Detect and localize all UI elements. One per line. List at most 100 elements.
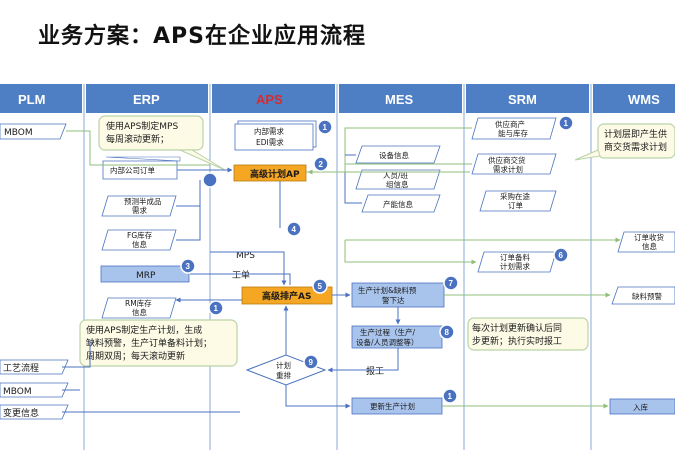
svg-text:更新生产计划: 更新生产计划 bbox=[370, 401, 415, 411]
step-marker: 1 bbox=[558, 115, 574, 131]
svg-text:1: 1 bbox=[448, 392, 453, 401]
svg-text:警下达: 警下达 bbox=[382, 295, 405, 305]
lane-plm: PLM bbox=[18, 92, 45, 107]
svg-text:组信息: 组信息 bbox=[386, 179, 409, 189]
svg-text:商交货需求计划: 商交货需求计划 bbox=[604, 141, 667, 153]
step-marker bbox=[202, 172, 218, 188]
step-marker: 7 bbox=[443, 275, 459, 291]
svg-text:周期双周；每天滚动更新: 周期双周；每天滚动更新 bbox=[86, 350, 185, 362]
svg-text:采购在途: 采购在途 bbox=[500, 191, 530, 201]
mes-plan-alert: 生产计划&缺料预 警下达 bbox=[351, 282, 445, 308]
aps-high-schedule: 高级排产AS bbox=[241, 286, 333, 305]
svg-text:步更新；执行实时报工: 步更新；执行实时报工 bbox=[472, 335, 562, 347]
svg-text:能与库存: 能与库存 bbox=[498, 128, 528, 138]
svg-text:9: 9 bbox=[309, 358, 314, 367]
svg-text:重排: 重排 bbox=[276, 370, 291, 380]
wms-shortage: 缺料预警 bbox=[611, 286, 675, 305]
step-marker: 4 bbox=[286, 221, 302, 237]
svg-text:信息: 信息 bbox=[132, 307, 147, 317]
page-title: 业务方案：APS在企业应用流程 bbox=[38, 24, 366, 49]
svg-text:订单: 订单 bbox=[508, 200, 523, 210]
svg-text:订单备料: 订单备料 bbox=[500, 252, 530, 262]
svg-text:FG库存: FG库存 bbox=[127, 230, 153, 240]
svg-text:计划: 计划 bbox=[276, 360, 291, 370]
svg-text:5: 5 bbox=[318, 282, 323, 291]
svg-text:需求: 需求 bbox=[132, 205, 147, 215]
aps-demand-docs: 内部需求 EDI需求 bbox=[234, 120, 317, 151]
svg-text:入库: 入库 bbox=[633, 402, 648, 412]
srm-callout-update: 每次计划更新确认后同 步更新；执行实时报工 bbox=[467, 317, 589, 351]
erp-internal-order: 内部公司订单 bbox=[102, 156, 181, 180]
svg-text:内部需求: 内部需求 bbox=[254, 126, 284, 136]
aps-work-order-label: 工单 bbox=[232, 269, 250, 281]
svg-text:设备信息: 设备信息 bbox=[379, 150, 409, 160]
svg-text:信息: 信息 bbox=[132, 239, 147, 249]
erp-callout-mps: 使用APS制定MPS 每周滚动更新； bbox=[98, 115, 226, 171]
svg-text:供应商产: 供应商产 bbox=[495, 119, 525, 129]
srm-supplier-plan: 供应商交货 需求计划 bbox=[471, 153, 557, 175]
lane-srm: SRM bbox=[508, 92, 537, 107]
step-marker: 1 bbox=[317, 119, 333, 135]
mes-process: 生产过程（生产/ 设备/人员调整等） bbox=[351, 325, 443, 349]
wms-callout: 计划层即产生供 商交货需求计划 bbox=[574, 123, 675, 161]
svg-text:2: 2 bbox=[319, 160, 324, 169]
svg-text:每周滚动更新；: 每周滚动更新； bbox=[106, 133, 169, 145]
svg-text:高级计划AP: 高级计划AP bbox=[250, 168, 300, 180]
erp-mrp: MRP bbox=[100, 265, 190, 283]
wms-receipt: 订单收货 信息 bbox=[617, 231, 675, 253]
svg-text:7: 7 bbox=[449, 279, 454, 288]
svg-text:需求计划: 需求计划 bbox=[493, 164, 523, 174]
svg-text:内部公司订单: 内部公司订单 bbox=[110, 165, 155, 175]
svg-text:1: 1 bbox=[323, 123, 328, 132]
aps-mps-label: MPS bbox=[236, 251, 255, 261]
srm-order-prep: 订单备料 计划需求 bbox=[477, 251, 557, 273]
plm-mbom-bottom: MBOM bbox=[0, 382, 69, 398]
plm-process-flow: 工艺流程 bbox=[0, 359, 69, 375]
mes-capacity: 产能信息 bbox=[361, 194, 441, 213]
svg-text:产能信息: 产能信息 bbox=[383, 199, 413, 209]
step-marker: 6 bbox=[553, 247, 569, 263]
svg-text:订单收货: 订单收货 bbox=[634, 232, 664, 242]
svg-text:4: 4 bbox=[292, 225, 297, 234]
svg-text:每次计划更新确认后同: 每次计划更新确认后同 bbox=[472, 322, 562, 334]
step-marker: 1 bbox=[442, 388, 458, 404]
lane-dividers bbox=[83, 84, 592, 450]
srm-po-transit: 采购在途 订单 bbox=[479, 190, 557, 212]
svg-text:MBOM: MBOM bbox=[3, 387, 32, 397]
svg-text:工艺流程: 工艺流程 bbox=[3, 362, 39, 374]
svg-text:人员/班: 人员/班 bbox=[383, 170, 409, 180]
svg-text:预测半成品: 预测半成品 bbox=[124, 196, 162, 206]
svg-text:1: 1 bbox=[214, 304, 219, 313]
svg-text:1: 1 bbox=[564, 119, 569, 128]
svg-text:RM库存: RM库存 bbox=[125, 298, 152, 308]
step-marker: 1 bbox=[208, 300, 224, 316]
svg-text:供应商交货: 供应商交货 bbox=[488, 155, 526, 165]
svg-text:使用APS制定生产计划，生成: 使用APS制定生产计划，生成 bbox=[86, 324, 202, 336]
step-marker: 3 bbox=[180, 258, 196, 274]
plm-change-info: 变更信息 bbox=[0, 404, 69, 420]
erp-semi-demand: 预测半成品 需求 bbox=[101, 195, 177, 217]
plm-mbom-top: MBOM bbox=[0, 123, 67, 140]
svg-text:MRP: MRP bbox=[136, 271, 156, 281]
svg-text:MBOM: MBOM bbox=[4, 128, 33, 138]
srm-supplier-stock: 供应商产 能与库存 bbox=[471, 117, 557, 140]
svg-text:3: 3 bbox=[186, 262, 191, 271]
mes-equipment: 设备信息 bbox=[355, 145, 441, 164]
svg-text:信息: 信息 bbox=[642, 241, 657, 251]
step-marker: 9 bbox=[303, 354, 319, 370]
erp-fg-stock: FG库存 信息 bbox=[101, 229, 177, 251]
mes-personnel: 人员/班 组信息 bbox=[355, 169, 441, 190]
mes-report: 报工 bbox=[366, 365, 384, 377]
wms-inbound: 入库 bbox=[609, 398, 675, 415]
step-marker: 2 bbox=[313, 156, 329, 172]
lane-wms: WMS bbox=[628, 92, 660, 107]
svg-text:设备/人员调整等）: 设备/人员调整等） bbox=[356, 337, 419, 347]
lane-mes: MES bbox=[385, 92, 414, 107]
aps-high-plan: 高级计划AP bbox=[233, 164, 307, 182]
lane-headers: PLM ERP APS MES SRM WMS bbox=[0, 84, 675, 113]
lane-erp: ERP bbox=[133, 92, 160, 107]
svg-text:缺料预警，生产订单备料计划；: 缺料预警，生产订单备料计划； bbox=[86, 337, 212, 349]
svg-text:使用APS制定MPS: 使用APS制定MPS bbox=[106, 120, 178, 132]
svg-text:生产过程（生产/: 生产过程（生产/ bbox=[360, 327, 415, 337]
